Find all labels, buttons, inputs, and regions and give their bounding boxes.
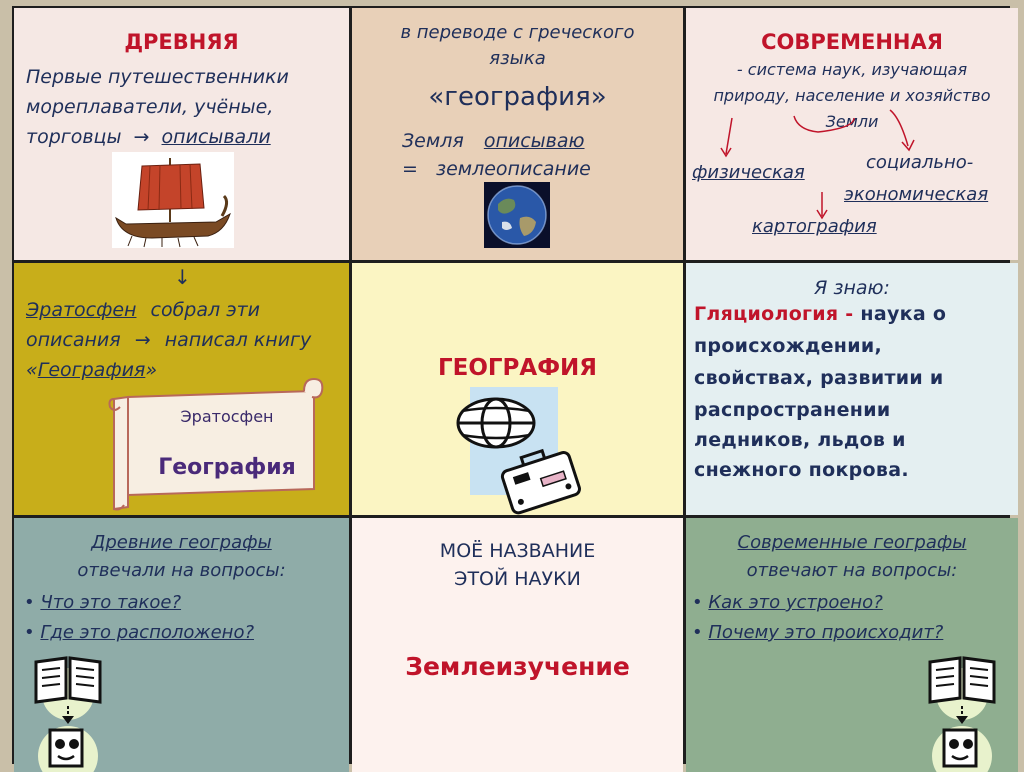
ancient-q-item-2: • Где это расположено?: [24, 622, 254, 643]
ancient-q-head-2: отвечали на вопросы:: [77, 560, 286, 581]
ancient-line-3b: описывали: [161, 126, 271, 148]
modern-branch-social-1: социально-: [866, 152, 974, 173]
translation-equals: =: [402, 158, 418, 180]
cell-geography-center: ГЕОГРАФИЯ: [352, 263, 683, 515]
bullet-icon: •: [24, 622, 35, 643]
translation-describe: описываю: [483, 130, 585, 152]
ancient-line-1: Первые путешественники: [26, 66, 289, 88]
eratosthenes-text-2: описания: [26, 329, 121, 351]
ancient-line-2: мореплаватели, учёные,: [26, 96, 274, 118]
ancient-title: ДРЕВНЯЯ: [124, 30, 239, 54]
cell-ancient: ДРЕВНЯЯ Первые путешественники мореплава…: [14, 8, 349, 260]
modern-def-2: природу, население и хозяйство: [713, 86, 991, 105]
name-line-1: МОЁ НАЗВАНИЕ: [439, 540, 596, 562]
name-line-2: ЭТОЙ НАУКИ: [454, 568, 581, 590]
earth-globe-icon: [484, 182, 550, 248]
modern-q-item-1: • Как это устроено?: [692, 592, 883, 613]
cell-modern: СОВРЕМЕННАЯ - система наук, изучающая пр…: [686, 8, 1018, 260]
know-line-6: снежного покрова.: [694, 459, 909, 481]
translation-earth: Земля: [402, 130, 464, 152]
translation-word: «география»: [428, 82, 607, 112]
know-line-5: ледников, льдов и: [694, 429, 906, 451]
reader-book-icon: [34, 656, 102, 772]
modern-q-1: Как это устроено?: [708, 592, 883, 613]
modern-def-1: - система наук, изучающая: [736, 60, 968, 79]
eratosthenes-line-1: Эратосфен собрал эти: [26, 299, 260, 321]
ancient-q-1: Что это такое?: [40, 592, 182, 613]
arrow-right-icon: →: [133, 126, 150, 148]
ship-icon: [112, 152, 234, 248]
eratosthenes-book: География: [37, 359, 146, 381]
know-term: Гляциология: [694, 303, 839, 325]
eratosthenes-name: Эратосфен: [26, 299, 137, 321]
scroll-author: Эратосфен: [180, 407, 274, 426]
know-line-4: распространении: [694, 399, 891, 421]
modern-q-head-1: Современные географы: [737, 532, 967, 553]
scroll-icon: [108, 377, 324, 511]
eratosthenes-text-1: собрал эти: [150, 299, 261, 321]
know-head: Я знаю:: [814, 277, 890, 299]
eratosthenes-text-3: написал книгу: [164, 329, 312, 351]
ancient-line-3a: торговцы: [26, 126, 122, 148]
ancient-q-item-1: • Что это такое?: [24, 592, 181, 613]
globe-suitcase-icon: [456, 387, 581, 515]
modern-q-2: Почему это происходит?: [708, 622, 944, 643]
modern-q-item-2: • Почему это происходит?: [692, 622, 943, 643]
table-grid: ДРЕВНЯЯ Первые путешественники мореплава…: [12, 6, 1018, 772]
quote-open: «: [26, 359, 38, 381]
know-rest-1: наука о: [860, 303, 947, 325]
translation-result-line: = землеописание: [402, 158, 591, 180]
name-answer: Землеизучение: [405, 652, 630, 681]
cell-i-know: Я знаю: Гляциология - наука о происхожде…: [686, 263, 1018, 515]
reader-book-icon: [928, 656, 996, 772]
modern-branch-cartography: картография: [752, 216, 877, 237]
translation-result: землеописание: [435, 158, 591, 180]
quote-close: »: [145, 359, 158, 381]
arrow-right-icon: →: [134, 329, 151, 351]
scroll-title: География: [158, 455, 296, 480]
modern-branch-physical: физическая: [692, 162, 805, 183]
know-line-2: происхождении,: [694, 335, 882, 357]
ancient-q-head-1: Древние географы: [91, 532, 272, 553]
translation-earth-line: Земля описываю: [402, 130, 585, 152]
modern-q-head-2: отвечают на вопросы:: [746, 560, 958, 581]
cell-science-name: МОЁ НАЗВАНИЕ ЭТОЙ НАУКИ Землеизучение: [352, 518, 683, 772]
bullet-icon: •: [692, 592, 703, 613]
ancient-q-2: Где это расположено?: [40, 622, 255, 643]
know-line-3: свойствах, развитии и: [694, 367, 944, 389]
translation-line-1: в переводе с греческого: [400, 22, 635, 43]
eratosthenes-line-3: «География»: [26, 359, 157, 381]
bullet-icon: •: [692, 622, 703, 643]
arrow-down-icon: ↓: [174, 265, 191, 289]
modern-title: СОВРЕМЕННАЯ: [761, 30, 943, 54]
center-title: ГЕОГРАФИЯ: [437, 355, 597, 381]
branch-arrows: [720, 109, 915, 220]
eratosthenes-line-2: описания → написал книгу: [26, 329, 311, 351]
cell-ancient-questions: Древние географы отвечали на вопросы: • …: [14, 518, 349, 772]
know-dash: -: [838, 303, 861, 325]
cell-modern-questions: Современные географы отвечают на вопросы…: [686, 518, 1018, 772]
know-line-1: Гляциология - наука о: [694, 303, 946, 325]
translation-line-2: языка: [489, 48, 546, 69]
bullet-icon: •: [24, 592, 35, 613]
modern-branch-social-2: экономическая: [844, 184, 989, 205]
cell-eratosthenes: ↓ Эратосфен собрал эти описания → написа…: [14, 263, 349, 515]
cell-translation: в переводе с греческого языка «география…: [352, 8, 683, 260]
ancient-line-3: торговцы → описывали: [26, 126, 271, 148]
